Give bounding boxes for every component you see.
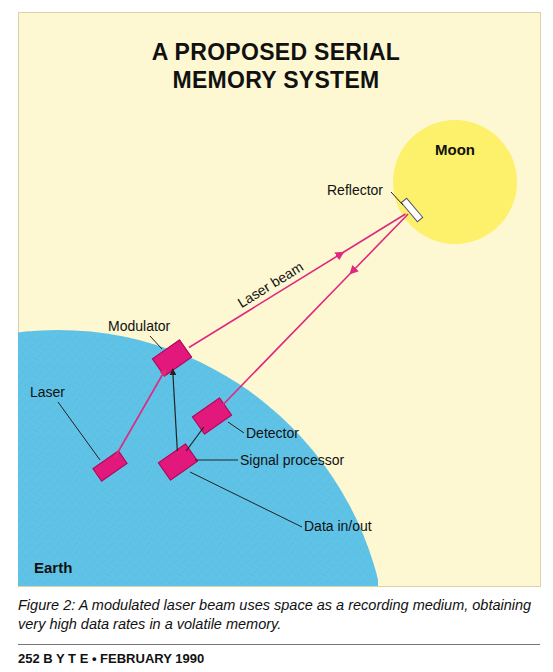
page-footer: 252 B Y T E • FEBRUARY 1990 <box>18 651 204 667</box>
node-label: Laser <box>30 384 65 400</box>
node-label: Signal processor <box>240 452 344 468</box>
leader-line <box>190 472 302 527</box>
equipment-node: Laser <box>94 458 126 474</box>
leader-line <box>391 192 403 205</box>
node-label: Detector <box>246 425 299 441</box>
io-label: Data in/out <box>304 518 372 534</box>
node-label: Earth <box>34 560 72 576</box>
laser-feed <box>115 369 166 458</box>
leader-line <box>195 460 238 461</box>
leader-line <box>58 402 100 460</box>
caption-rule <box>18 644 540 645</box>
leader-line <box>228 422 244 433</box>
diagram-title: A PROPOSED SERIAL MEMORY SYSTEM <box>126 38 426 94</box>
leader-line <box>150 336 162 349</box>
figure-caption: Figure 2: A modulated laser beam uses sp… <box>18 596 540 634</box>
reflector-node: Reflector <box>399 206 425 214</box>
equipment-node: Detector <box>195 405 229 427</box>
earth-texture <box>18 330 378 586</box>
laser-beam <box>223 214 408 405</box>
earth-node: Earth Laser ModulatorDetectorSignal proces… <box>18 330 378 586</box>
node-label: Modulator <box>108 318 170 334</box>
moon-shape <box>393 120 517 244</box>
node-label: Moon <box>435 142 475 158</box>
signal-line <box>186 427 204 451</box>
equipment-node: Signal processor <box>161 451 195 473</box>
moon-node: MoonReflector <box>393 120 517 244</box>
earth-disc <box>18 330 378 586</box>
moon-disc <box>393 120 517 244</box>
equipment-node: Modulator <box>155 347 189 369</box>
control-line <box>173 369 178 451</box>
node-label: Reflector <box>327 182 383 198</box>
